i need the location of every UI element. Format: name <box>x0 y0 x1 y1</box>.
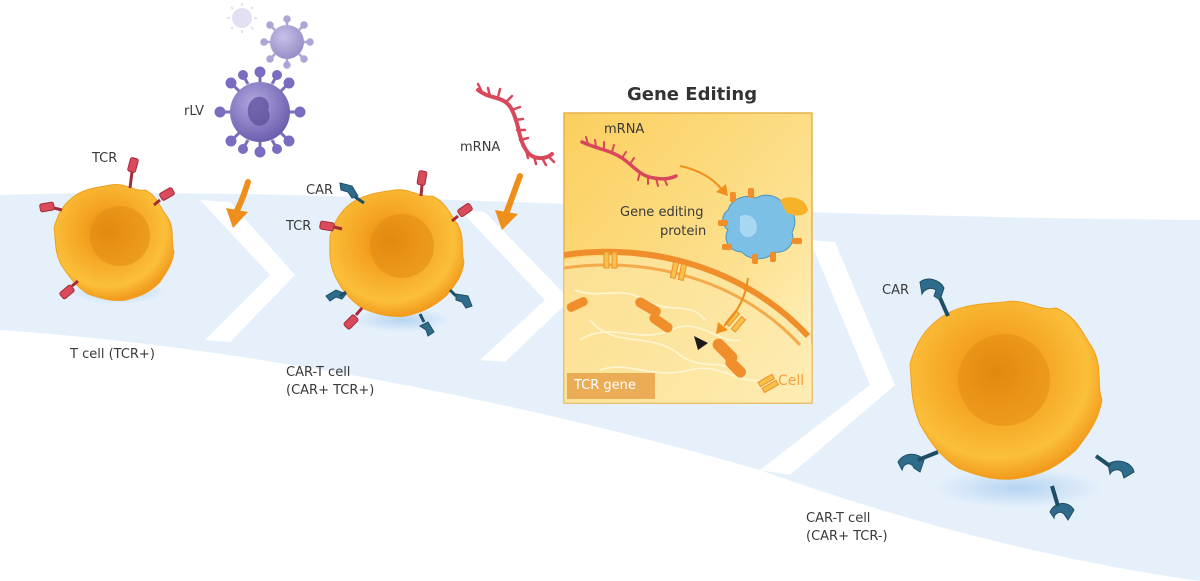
rlv-label: rLV <box>184 104 205 119</box>
tcr-label: TCR <box>286 219 312 234</box>
t-cell-caption: T cell (TCR+) <box>70 347 155 362</box>
arrow-icon <box>723 277 749 327</box>
car-label: CAR <box>882 283 910 298</box>
tcr-receptor-icon <box>39 157 175 300</box>
arrow-icon <box>495 210 518 230</box>
mrna-label: mRNA <box>460 140 501 155</box>
arrow-icon <box>226 208 248 228</box>
t-cell-icon <box>53 183 175 304</box>
mrna-icon <box>476 82 556 167</box>
gene-editing-title: Gene Editing <box>627 84 758 105</box>
car-t-cell-caption-line1: CAR-T cell <box>286 365 351 380</box>
arrow-icon <box>503 173 523 217</box>
tcr-receptor-icon <box>319 170 473 330</box>
final-car-t-cell-caption-line1: CAR-T cell <box>806 511 871 526</box>
car-t-cell-final-icon <box>909 300 1103 508</box>
car-t-cell-icon <box>329 189 465 332</box>
car-t-cell-caption-line2: (CAR+ TCR+) <box>286 383 375 398</box>
tcr-gene-label: TCR gene <box>574 378 636 393</box>
arrow-icon <box>716 184 728 196</box>
arrow-icon <box>679 165 723 191</box>
gene-editing-protein-label-line1: Gene editing <box>620 205 704 220</box>
car-receptor-icon <box>325 182 473 337</box>
tcr-label: TCR <box>92 151 118 166</box>
mrna-label: mRNA <box>604 122 645 137</box>
cell-label: Cell <box>778 373 805 389</box>
gene-editing-panel <box>563 112 813 404</box>
car-receptor-icon <box>897 278 1135 521</box>
arrow-icon <box>716 322 728 334</box>
car-label: CAR <box>306 183 334 198</box>
gene-editing-protein-label-line2: protein <box>660 224 707 239</box>
virus-icon <box>214 66 306 158</box>
gene-editing-protein-icon <box>718 188 808 264</box>
virus-icon <box>260 15 314 69</box>
mrna-icon <box>580 136 678 187</box>
virus-icon <box>227 3 257 33</box>
final-car-t-cell-caption-line2: (CAR+ TCR-) <box>806 529 888 544</box>
